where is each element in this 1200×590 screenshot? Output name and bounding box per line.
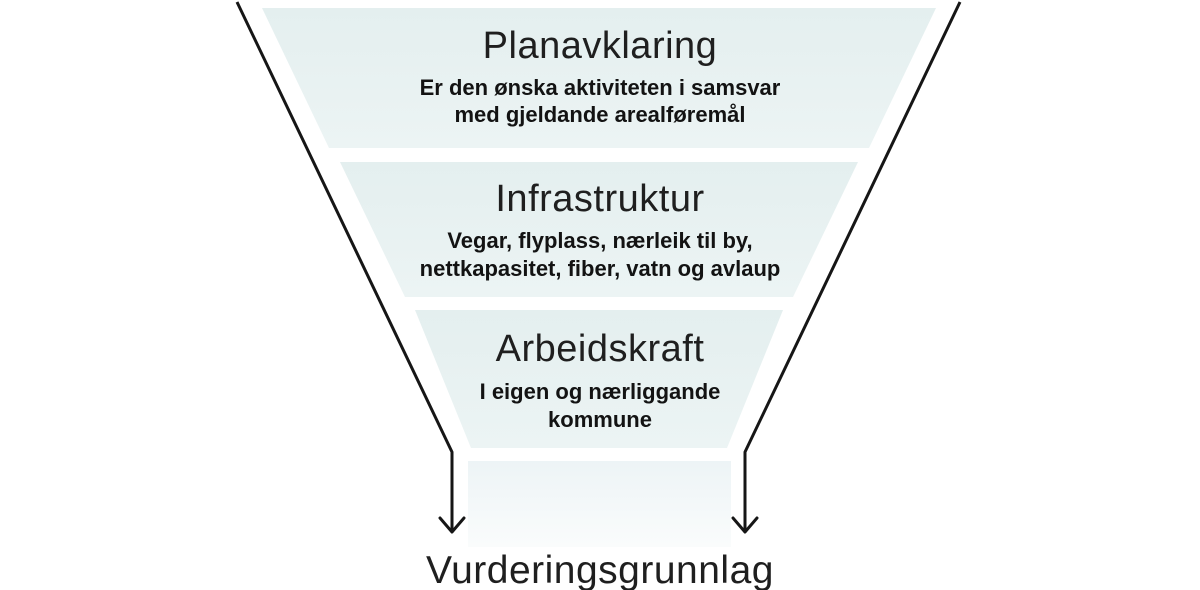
funnel-result-label: Vurderingsgrunnlag: [426, 549, 774, 590]
funnel-section-shape-planavklaring: [262, 8, 936, 148]
left-down-arrow-icon: [438, 516, 466, 534]
funnel-stem-shape: [468, 461, 731, 547]
right-funnel-line: [743, 1, 962, 531]
right-down-arrow-icon: [731, 516, 759, 534]
section-title-planavklaring: Planavklaring: [483, 25, 718, 67]
section-subtitle-infrastruktur-line2: nettkapasitet, fiber, vatn og avlaup: [420, 256, 781, 281]
section-subtitle-arbeidskraft-line2: kommune: [548, 407, 652, 432]
section-title-arbeidskraft: Arbeidskraft: [496, 328, 705, 370]
funnel-section-shape-arbeidskraft: [415, 310, 783, 448]
funnel-section-shape-infrastruktur: [340, 162, 858, 297]
left-funnel-line: [235, 1, 454, 531]
section-subtitle-planavklaring-line1: Er den ønska aktiviteten i samsvar: [420, 75, 781, 100]
section-subtitle-infrastruktur-line1: Vegar, flyplass, nærleik til by,: [447, 228, 752, 253]
section-subtitle-arbeidskraft-line1: I eigen og nærliggande: [480, 379, 721, 404]
section-title-infrastruktur: Infrastruktur: [495, 178, 704, 220]
section-subtitle-planavklaring-line2: med gjeldande arealføremål: [455, 102, 746, 127]
